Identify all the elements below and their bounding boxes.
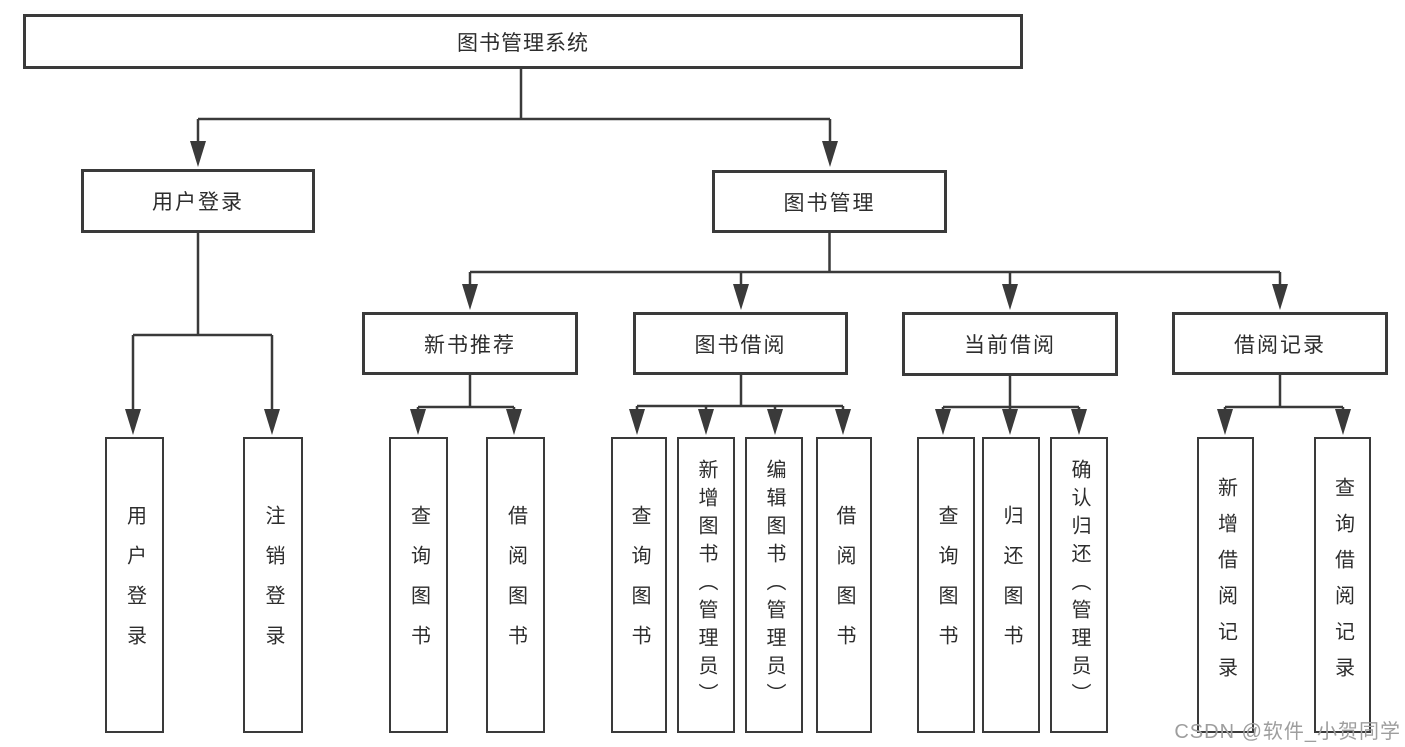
leaf-label: 归还图书 xyxy=(1000,505,1022,665)
leaf-borrow-books-recommend: 借阅图书 xyxy=(486,437,545,733)
leaf-query-books-borrow: 查询图书 xyxy=(611,437,667,733)
leaf-edit-books-admin: 编辑图书（管理员） xyxy=(745,437,803,733)
leaf-label: 确认归还（管理员） xyxy=(1068,459,1090,711)
leaf-user-login: 用户登录 xyxy=(105,437,164,733)
leaf-add-books-admin: 新增图书（管理员） xyxy=(677,437,735,733)
node-label: 用户登录 xyxy=(152,191,244,214)
leaf-borrow-books: 借阅图书 xyxy=(816,437,872,733)
node-label: 当前借阅 xyxy=(964,334,1056,357)
leaf-label: 编辑图书（管理员） xyxy=(763,459,785,711)
node-label: 图书借阅 xyxy=(694,333,787,357)
node-new-book-recommend: 新书推荐 xyxy=(362,312,578,375)
leaf-logout: 注销登录 xyxy=(243,437,303,733)
leaf-query-books-recommend: 查询图书 xyxy=(389,437,448,733)
arrowhead-icons xyxy=(125,141,1351,435)
leaf-label: 新增图书（管理员） xyxy=(695,459,717,711)
node-label: 图书管理系统 xyxy=(457,31,589,55)
leaf-query-borrow-record: 查询借阅记录 xyxy=(1314,437,1371,733)
node-label: 借阅记录 xyxy=(1234,333,1326,357)
leaf-return-books: 归还图书 xyxy=(982,437,1040,733)
leaf-label: 查询图书 xyxy=(628,505,650,665)
node-current-borrow: 当前借阅 xyxy=(902,312,1118,376)
node-label: 图书管理 xyxy=(783,191,876,215)
leaf-confirm-return-admin: 确认归还（管理员） xyxy=(1050,437,1108,733)
leaf-label: 查询借阅记录 xyxy=(1331,477,1354,693)
leaf-label: 查询图书 xyxy=(935,505,957,665)
node-book-management: 图书管理 xyxy=(712,170,947,233)
leaf-add-borrow-record: 新增借阅记录 xyxy=(1197,437,1254,733)
node-label: 新书推荐 xyxy=(424,333,516,357)
leaf-label: 用户登录 xyxy=(123,505,146,665)
leaf-query-books-current: 查询图书 xyxy=(917,437,975,733)
leaf-label: 借阅图书 xyxy=(504,505,527,665)
watermark: CSDN @软件_小贺同学 xyxy=(1174,721,1401,743)
leaf-label: 注销登录 xyxy=(262,505,284,665)
leaf-label: 查询图书 xyxy=(407,505,430,665)
leaf-label: 借阅图书 xyxy=(833,505,855,665)
node-book-borrow: 图书借阅 xyxy=(633,312,848,375)
leaf-label: 新增借阅记录 xyxy=(1214,477,1237,693)
node-system-root: 图书管理系统 xyxy=(23,14,1023,69)
node-user-login: 用户登录 xyxy=(81,169,315,233)
node-borrow-records: 借阅记录 xyxy=(1172,312,1388,375)
